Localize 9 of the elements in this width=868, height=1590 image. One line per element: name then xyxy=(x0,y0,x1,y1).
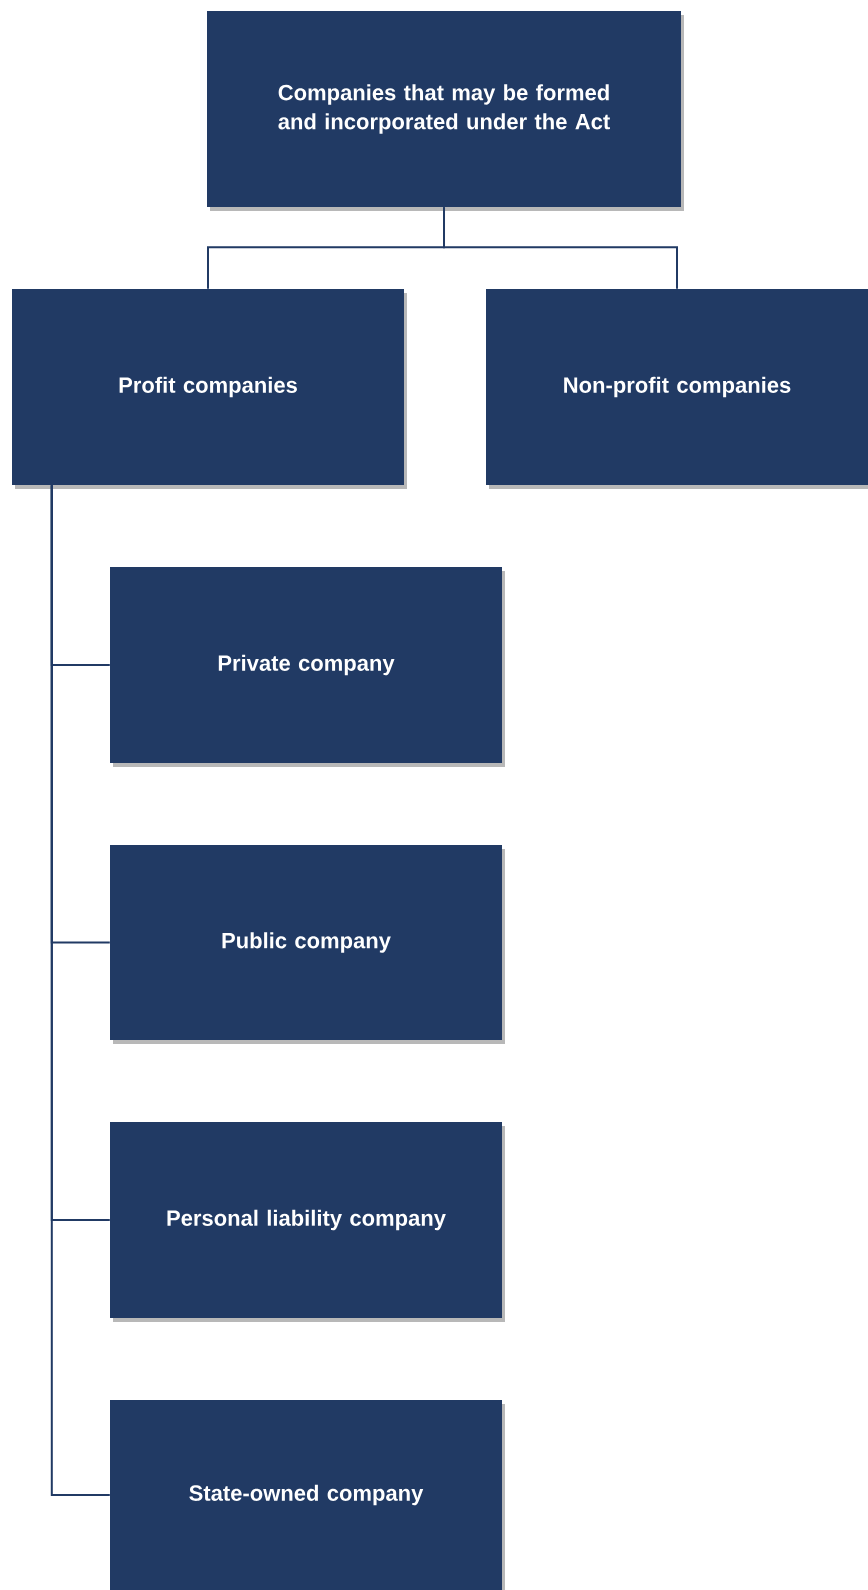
process-box: Non-profit companies xyxy=(486,289,868,489)
process-box: Personal liability company xyxy=(110,1122,505,1322)
connector-line xyxy=(443,206,678,290)
connector-line xyxy=(50,484,111,1496)
process-box: State-owned company xyxy=(110,1400,505,1590)
process-box: Public company xyxy=(110,845,505,1044)
process-box: Private company xyxy=(110,567,505,767)
process-box: Companies that may be formed and incorporated under the Act xyxy=(207,11,684,211)
process-box: Profit companies xyxy=(12,289,407,489)
